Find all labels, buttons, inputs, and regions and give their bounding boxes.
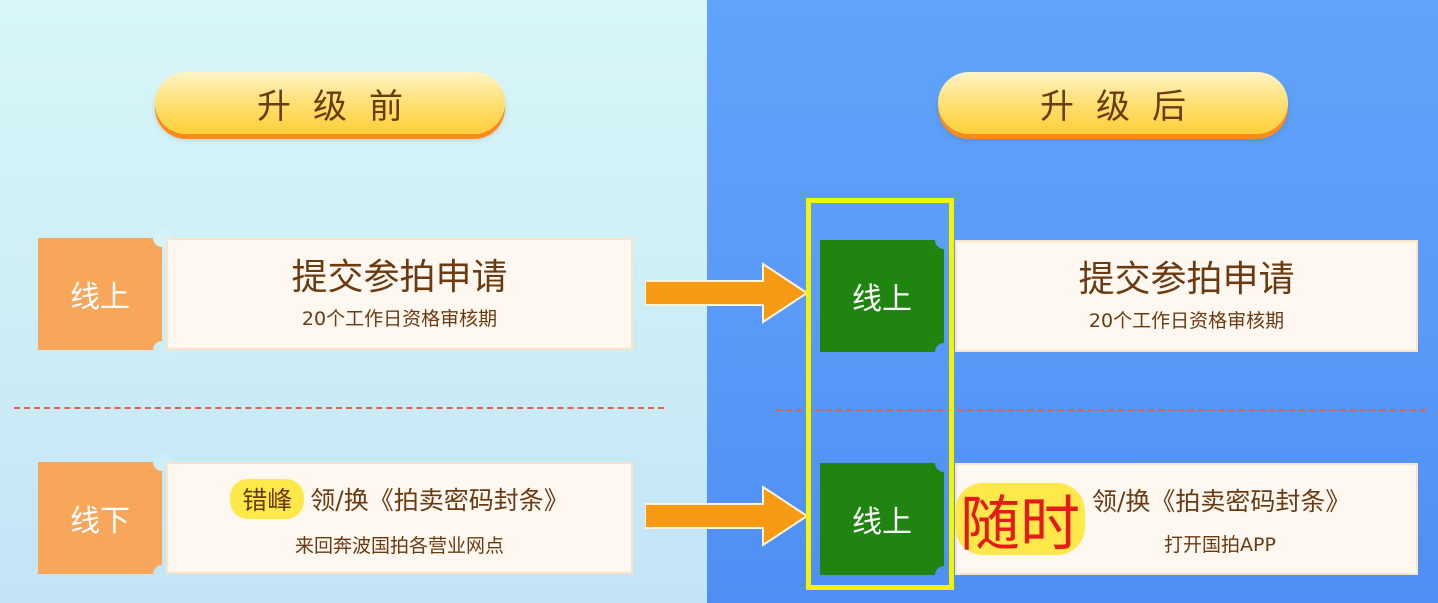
arrow-right-icon (645, 262, 809, 324)
before-row2-card: 错峰 领/换《拍卖密码封条》 来回奔波国拍各营业网点 (166, 462, 633, 574)
before-row1-title: 提交参拍申请 (291, 256, 508, 298)
after-row1-tag-label: 线上 (852, 282, 912, 317)
tag-notch (935, 566, 953, 584)
after-heading: 升级后 (938, 72, 1288, 134)
after-row2-line: 领/换《拍卖密码封条》 (1092, 482, 1350, 518)
before-row2-line: 错峰 领/换《拍卖密码封条》 (230, 478, 569, 519)
before-row1-subtitle: 20个工作日资格审核期 (301, 308, 498, 331)
before-row1-card: 提交参拍申请 20个工作日资格审核期 (166, 238, 633, 350)
tag-notch (935, 454, 953, 472)
after-row2-subtitle: 打开国拍APP (1164, 533, 1276, 556)
before-row1-tag: 线上 (38, 229, 171, 359)
after-row1-tag: 线上 (820, 231, 953, 361)
before-heading: 升级前 (155, 72, 505, 134)
before-divider (14, 407, 664, 409)
highlight-frame (806, 198, 954, 590)
before-row1-tag-label: 线上 (70, 280, 130, 315)
tag-notch (935, 343, 953, 361)
after-row2-tag: 线上 (820, 454, 953, 584)
arrow-right-icon (645, 485, 809, 547)
after-row1-subtitle: 20个工作日资格审核期 (1088, 310, 1285, 333)
after-row2-text: 领/换《拍卖密码封条》 (1092, 486, 1351, 516)
before-row2-text: 领/换《拍卖密码封条》 (310, 485, 569, 515)
before-row2-subtitle: 来回奔波国拍各营业网点 (294, 534, 504, 557)
after-divider (776, 409, 1426, 411)
before-row2-tag-label: 线下 (70, 504, 130, 539)
after-row2-tag-label: 线上 (852, 505, 912, 540)
after-row1-card: 提交参拍申请 20个工作日资格审核期 (955, 240, 1418, 352)
tag-notch (935, 231, 953, 249)
before-row2-highlight: 错峰 (230, 478, 305, 519)
after-row1-title: 提交参拍申请 (1078, 258, 1295, 300)
after-row2-highlight: 随时 (955, 483, 1085, 560)
before-row2-tag: 线下 (38, 453, 171, 583)
